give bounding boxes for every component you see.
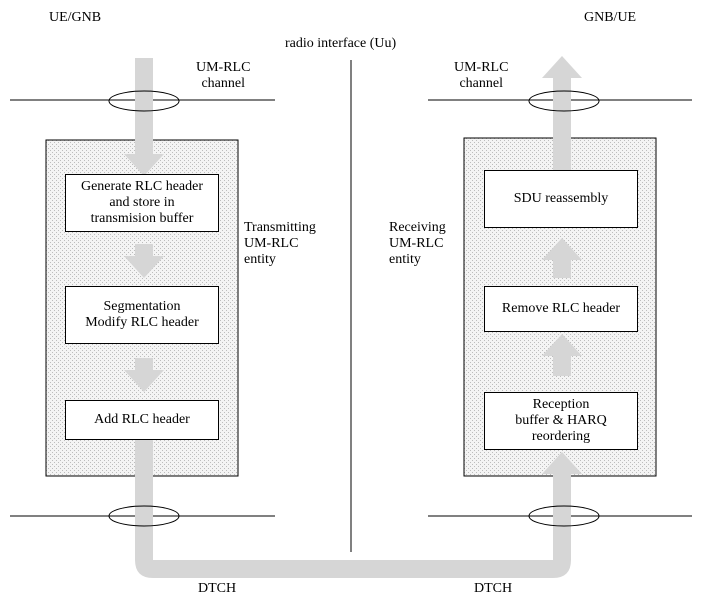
rx-step-remove-header: Remove RLC header bbox=[484, 286, 638, 332]
left-lower-ellipse bbox=[108, 505, 180, 527]
right-dtch-label: DTCH bbox=[474, 581, 513, 596]
rx-step-reception-buffer: Reception buffer & HARQ reordering bbox=[484, 392, 638, 450]
right-lower-ellipse bbox=[528, 505, 600, 527]
tx-entity-label: Transmitting UM-RLC entity bbox=[244, 220, 316, 267]
data-flow-path bbox=[124, 56, 582, 578]
left-upper-ellipse bbox=[108, 90, 180, 112]
right-node-label: GNB/UE bbox=[584, 10, 637, 25]
rx-entity-label: Receiving UM-RLC entity bbox=[389, 220, 446, 267]
right-channel-label: UM-RLC channel bbox=[454, 60, 509, 91]
rx-step-sdu-reassembly: SDU reassembly bbox=[484, 170, 638, 228]
step-arrows bbox=[124, 238, 582, 392]
radio-interface-label: radio interface (Uu) bbox=[285, 36, 397, 51]
tx-step-add-header: Add RLC header bbox=[65, 400, 219, 440]
right-upper-ellipse bbox=[528, 90, 600, 112]
tx-step-segmentation: Segmentation Modify RLC header bbox=[65, 286, 219, 344]
left-node-label: UE/GNB bbox=[49, 10, 102, 25]
left-dtch-label: DTCH bbox=[198, 581, 237, 596]
tx-step-generate-header: Generate RLC header and store in transmi… bbox=[65, 174, 219, 232]
left-channel-label: UM-RLC channel bbox=[196, 60, 251, 91]
